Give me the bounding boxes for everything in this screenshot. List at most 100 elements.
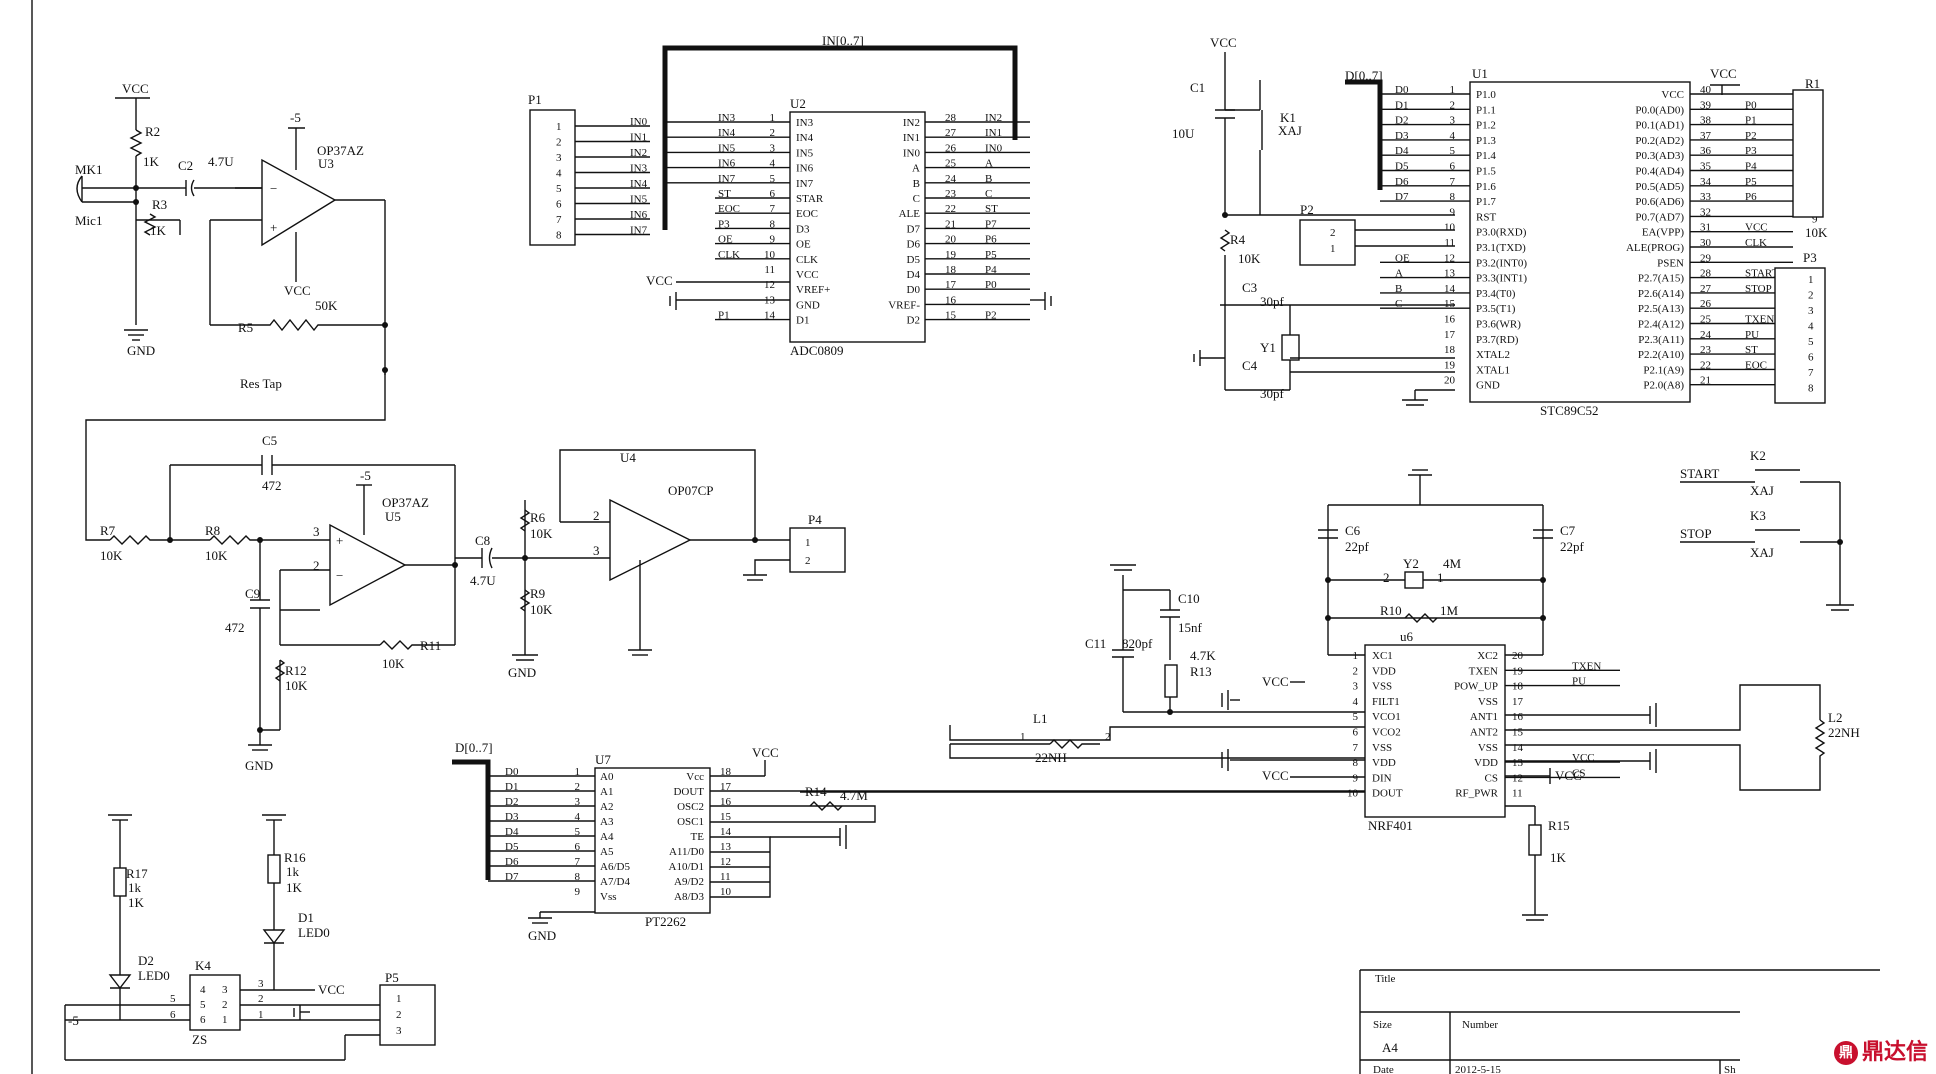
u7-left-pin-name: Vss <box>600 891 617 903</box>
u7-bus-label: D[0..7] <box>455 740 493 755</box>
y2-label: Y2 <box>1403 556 1419 571</box>
u2-bus-label: IN[0..7] <box>822 33 864 48</box>
u1-right-pin-name: P0.0(AD0) <box>1635 104 1684 116</box>
u1-left-pin-name: P3.7(RD) <box>1476 334 1519 346</box>
u6-right-pin-number: 20 <box>1512 650 1524 662</box>
mcu-section: VCC C1 10U K1 XAJ R4 10K C3 30pf C4 30pf… <box>1172 35 1828 418</box>
u1-left-pin-name: P1.6 <box>1476 181 1496 193</box>
u5-opamp <box>329 523 407 607</box>
u7-left-net: D3 <box>505 811 519 823</box>
u1-right-pin-number: 24 <box>1700 329 1712 341</box>
u7-right-pin-name: Vcc <box>686 771 704 783</box>
u1-left-pin-name: XTAL1 <box>1476 364 1510 376</box>
u2-left-pin-name: IN4 <box>796 132 814 144</box>
u7-gnd: GND <box>528 928 556 943</box>
u1-right-net: TXEN <box>1745 314 1774 326</box>
microphone-icon <box>76 175 83 203</box>
u1-left-pin-name: P1.4 <box>1476 150 1496 162</box>
u1-left-pin-name: P3.3(INT1) <box>1476 273 1527 285</box>
u1-left-net: B <box>1395 283 1402 295</box>
u1-left-pin-name: P3.4(T0) <box>1476 288 1516 300</box>
p1-pin-number: 1 <box>556 121 562 133</box>
r2-value: 1K <box>143 154 160 169</box>
u6-left-pin-name: VCO2 <box>1372 727 1401 739</box>
u1-vcc-top: VCC <box>1210 35 1237 50</box>
p3-connector <box>1774 267 1826 404</box>
u1-right-pin-name: VCC <box>1661 89 1684 101</box>
d1-value: LED0 <box>298 925 330 940</box>
date-label: Date <box>1373 1064 1394 1074</box>
u2-right-pin-number: 25 <box>945 158 957 170</box>
u1-left-pin-name: GND <box>1476 380 1500 392</box>
u6-left-pin-number: 4 <box>1353 696 1359 708</box>
y1-label: Y1 <box>1260 340 1276 355</box>
r13-label: R13 <box>1190 664 1212 679</box>
u7-left-net: D2 <box>505 796 518 808</box>
u1-left-pin-number: 17 <box>1444 329 1456 341</box>
u1-left-pin-name: P3.5(T1) <box>1476 303 1516 315</box>
r12-value: 10K <box>285 678 308 693</box>
p1-pin-number: 8 <box>556 230 562 242</box>
svg-text:−: − <box>270 181 277 196</box>
u2-left-pin-name: STAR <box>796 193 824 205</box>
u7-right-pin-name: A8/D3 <box>674 891 704 903</box>
u1-right-net: START <box>1745 268 1779 280</box>
u1-right-pin-number: 40 <box>1700 84 1712 96</box>
u2-right-pin-name: D2 <box>907 315 920 327</box>
u2-right-pin-number: 22 <box>945 203 956 215</box>
u6-left-pin-name: VCO1 <box>1372 711 1401 723</box>
mk1-label: MK1 <box>75 162 102 177</box>
svg-text:2: 2 <box>313 558 320 573</box>
u7-right-pin-name: A9/D2 <box>674 876 704 888</box>
neg5-label: -5 <box>68 1013 79 1028</box>
u1-right-pin-number: 39 <box>1700 99 1712 111</box>
u6-right-pin-number: 18 <box>1512 681 1524 693</box>
u1-left-pin-name: P1.0 <box>1476 89 1496 101</box>
u1-right-net: P2 <box>1745 130 1757 142</box>
u2-left-pin-name: GND <box>796 299 820 311</box>
u1-left-pin-number: 20 <box>1444 375 1456 387</box>
u1-right-pin-number: 34 <box>1700 176 1712 188</box>
u2-left-pin-name: OE <box>796 239 811 251</box>
u1-left-pin-number: 11 <box>1444 237 1455 249</box>
r1-resistor-array <box>1792 89 1824 218</box>
u1-right-pin-name: EA(VPP) <box>1642 227 1685 239</box>
p1-pin-number: 5 <box>556 183 562 195</box>
u2-right-pin-name: C <box>913 193 920 205</box>
u7-left-pin-name: A7/D4 <box>600 876 630 888</box>
u1-right-pin-number: 37 <box>1700 130 1712 142</box>
u2-right-pin-number: 23 <box>945 188 957 200</box>
r17-resistor <box>113 867 127 897</box>
u6-left-pin-number: 9 <box>1353 772 1359 784</box>
sheet-label: Sh <box>1724 1064 1736 1074</box>
u7-left-net: D7 <box>505 871 519 883</box>
r15-resistor <box>1528 824 1542 856</box>
svg-text:2: 2 <box>1330 227 1336 239</box>
u7-left-pin-number: 4 <box>575 811 581 823</box>
u2-left-pin-number: 4 <box>770 158 776 170</box>
u7-pt2262 <box>594 767 711 914</box>
p1-net-label: IN2 <box>630 147 647 159</box>
p1-net-label: IN3 <box>630 163 648 175</box>
u2-left-pin-name: IN5 <box>796 147 814 159</box>
k4-pin-number: 4 <box>200 984 206 996</box>
u2-right-net: P4 <box>985 264 997 276</box>
size-label: Size <box>1373 1019 1392 1031</box>
u1-right-pin-name: P0.6(AD6) <box>1635 196 1684 208</box>
d1-led <box>262 929 286 945</box>
u1-right-pin-name: P2.7(A15) <box>1638 273 1684 285</box>
u1-left-net: OE <box>1395 252 1410 264</box>
k2-value: XAJ <box>1750 483 1774 498</box>
u1-vcc-r1: VCC <box>1710 66 1737 81</box>
r4-label: R4 <box>1230 232 1246 247</box>
r17-label: R17 <box>126 866 148 881</box>
c11-value: 820pf <box>1122 636 1153 651</box>
title-block: Title Size A4 Number Date 2012-5-15 Sh <box>1359 969 1880 1074</box>
svg-text:3: 3 <box>396 1025 402 1037</box>
c1-value: 10U <box>1172 126 1195 141</box>
u7-left-pin-name: A2 <box>600 801 613 813</box>
u7-left-pin-number: 6 <box>575 841 581 853</box>
u5-name: U5 <box>385 509 401 524</box>
u6-left-pin-number: 5 <box>1353 711 1359 723</box>
u1-left-pin-number: 7 <box>1450 176 1456 188</box>
